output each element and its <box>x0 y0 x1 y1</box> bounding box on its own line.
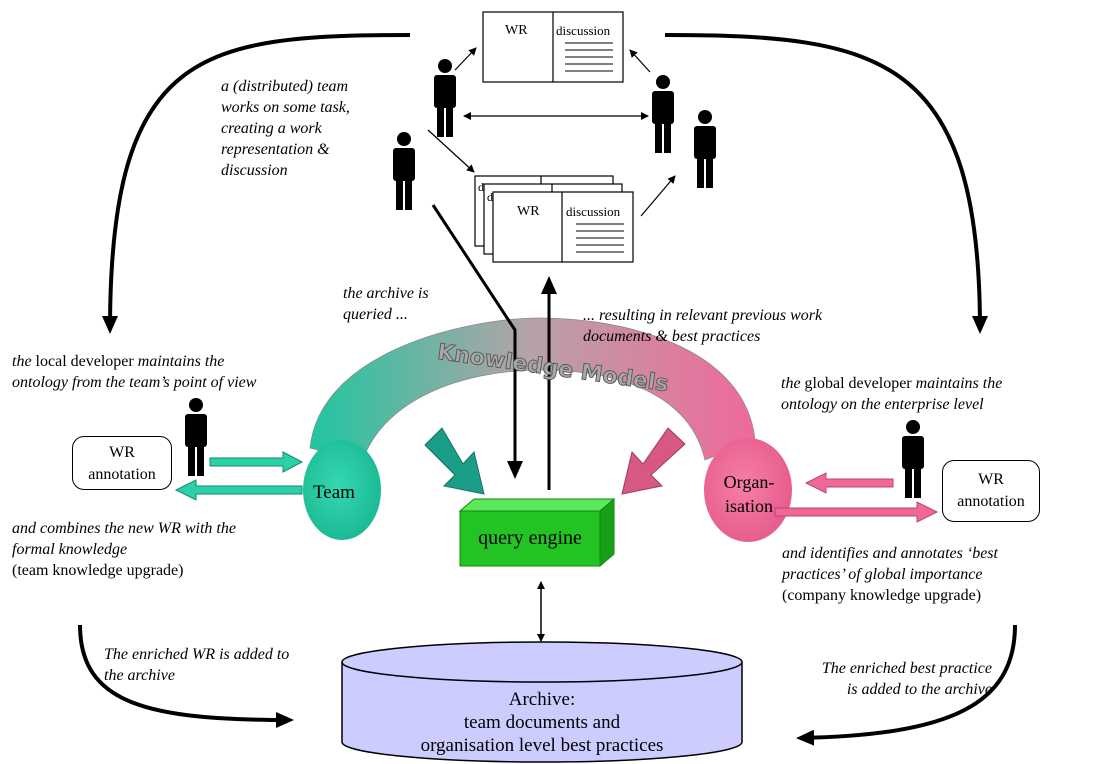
enriched-bp-caption: The enriched best practice is added to t… <box>821 660 992 698</box>
stack-doc-front <box>492 191 634 263</box>
organisation-label: Organ- isation <box>723 472 775 516</box>
wr-annotation-box-left: WR annotation <box>72 436 172 490</box>
stack-doc-back2-label: d <box>478 180 484 194</box>
team-task-caption: a (distributed) team works on some task,… <box>221 78 350 179</box>
company-upgrade-label: (company knowledge upgrade) <box>782 587 982 604</box>
archive-label: Archive: team documents and organisation… <box>420 689 664 756</box>
curve-arrow-top-left <box>102 33 411 334</box>
organisation-circle <box>704 438 792 542</box>
team-upgrade-label: (team knowledge upgrade) <box>12 562 184 579</box>
wr-annotation-box-right: WR annotation <box>942 460 1040 522</box>
top-doc-wr-label: WR <box>505 23 528 38</box>
team-circle <box>303 440 381 540</box>
person-to-doc-arrow-left <box>454 47 477 71</box>
query-engine-side <box>599 497 615 568</box>
stack-doc-discussion-label: discussion <box>566 204 621 219</box>
team-label: Team <box>313 482 355 503</box>
resulting-caption: ... resulting in relevant previous work … <box>583 307 823 345</box>
person-to-doc-arrow-right <box>629 49 651 73</box>
archive-queried-caption: the archive is queried ... <box>343 285 429 323</box>
curve-arrow-top-right <box>664 33 988 334</box>
left-arrow-to-team <box>209 451 304 473</box>
combines-caption: and combines the new WR with the formal … <box>12 520 236 579</box>
top-doc-discussion-label: discussion <box>556 23 611 38</box>
person-icon <box>434 59 456 137</box>
query-engine-top <box>458 498 616 512</box>
left-arrow-to-annotation <box>174 479 303 501</box>
person-icon <box>185 398 207 476</box>
person-icon <box>652 75 674 153</box>
team-to-engine-arrow <box>424 427 485 495</box>
local-developer-caption: the local developer maintains the ontolo… <box>12 353 257 391</box>
person-to-stack-arrow <box>427 129 475 173</box>
query-arrow <box>431 204 523 479</box>
org-to-engine-arrow <box>621 427 686 495</box>
query-engine-label: query engine <box>478 527 582 549</box>
archive-cylinder-top <box>341 641 743 683</box>
enriched-wr-caption: The enriched WR is added to the archive <box>104 646 290 684</box>
knowledge-models-band <box>309 317 756 463</box>
right-arrow-to-organisation <box>804 472 894 494</box>
query-engine-front <box>459 510 601 567</box>
stack-doc-wr-label: WR <box>517 204 540 219</box>
stack-to-person-arrow <box>640 175 676 217</box>
curve-arrow-bottom-left <box>78 624 294 728</box>
global-developer-caption: the global developer maintains the ontol… <box>781 375 1003 413</box>
person-icon <box>393 132 415 210</box>
curve-arrow-bottom-right <box>796 624 1017 746</box>
identifies-caption: and identifies and annotates ‘best pract… <box>782 545 998 604</box>
archive-cylinder-body <box>341 662 743 763</box>
right-arrow-to-annotation <box>774 501 939 523</box>
stack-doc-back1-label: d <box>487 190 493 204</box>
person-icon <box>902 420 924 498</box>
person-icon <box>694 110 716 188</box>
